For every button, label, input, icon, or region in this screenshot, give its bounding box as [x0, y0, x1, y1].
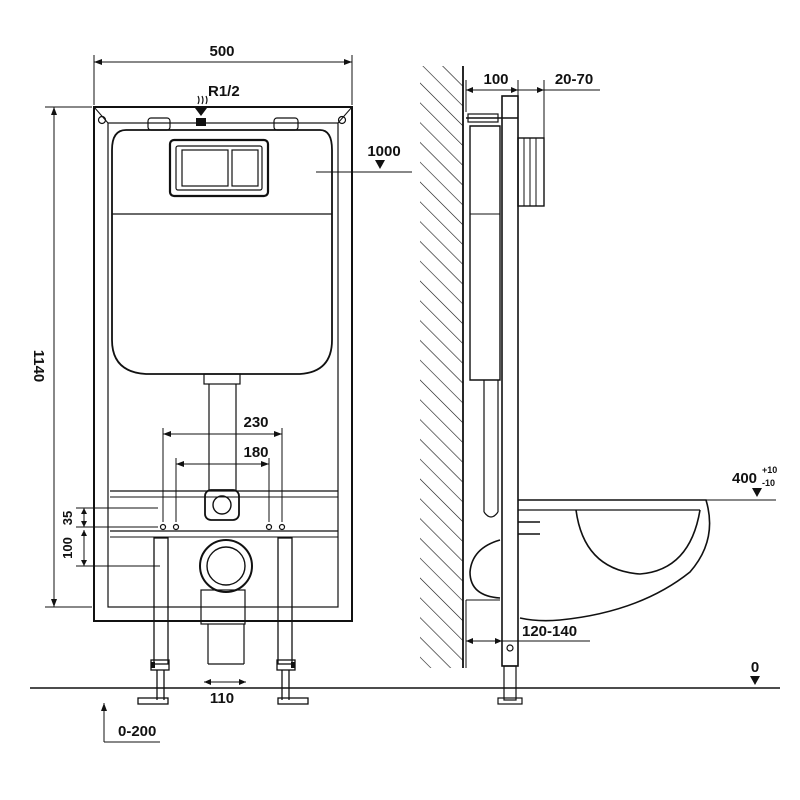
level-400-tol-plus: +10: [762, 465, 777, 475]
water-inlet-icon: [197, 95, 208, 105]
side-drain-bend: [469, 539, 501, 599]
side-cistern: [469, 125, 501, 381]
flush-button-plate: [168, 138, 270, 198]
level-1000-label: 1000: [367, 143, 400, 160]
dim-100-label: 100: [60, 537, 75, 559]
level-marker-1000: [375, 160, 385, 169]
level-marker-0: [750, 676, 760, 685]
flush-pipe: [203, 373, 241, 385]
top-bracket-left: [147, 117, 171, 131]
wall-hung-bowl: [518, 499, 711, 622]
side-frame: [501, 95, 519, 667]
flush-button-left: [181, 149, 229, 187]
side-flush-button: [517, 137, 545, 207]
wall-section: [420, 66, 463, 668]
level-0-label: 0: [751, 659, 759, 676]
level-400-tol-minus: -10: [762, 478, 775, 488]
dim-width-label: 500: [209, 43, 234, 60]
cistern-tank: [111, 129, 333, 375]
water-inlet-valve: [196, 118, 206, 126]
side-view: 100 20-70 1000 400 +10 -10 120-140 0: [316, 66, 777, 705]
pipe-thread-label: R1/2: [208, 83, 240, 100]
dim-wall-gap-label: 120-140: [522, 623, 577, 640]
level-400-label: 400: [732, 470, 757, 487]
dim-110-label: 110: [210, 690, 234, 707]
level-marker-400: [752, 488, 762, 497]
flush-button-right: [231, 149, 259, 187]
drain-outlet: [199, 539, 253, 593]
dim-depth-label: 100: [483, 71, 508, 88]
leg-right: [276, 537, 309, 705]
dim-35-label: 35: [60, 511, 75, 525]
dim-230-label: 230: [243, 414, 268, 431]
flush-outlet-connector: [204, 489, 240, 521]
frame-outer: [93, 106, 353, 622]
bolt-top-left: [97, 115, 107, 125]
dim-offset-label: 20-70: [555, 71, 593, 88]
top-bracket-right: [273, 117, 299, 131]
dim-height-label: 1140: [30, 350, 47, 383]
dim-leg-adjust-label: 0-200: [118, 723, 156, 740]
front-view: 500 R1/2 1140 230 180 35 100: [30, 43, 353, 743]
bolt-top-right: [337, 115, 347, 125]
leg-left: [137, 537, 170, 705]
frame-inner: [107, 122, 339, 608]
dim-180-label: 180: [243, 444, 268, 461]
